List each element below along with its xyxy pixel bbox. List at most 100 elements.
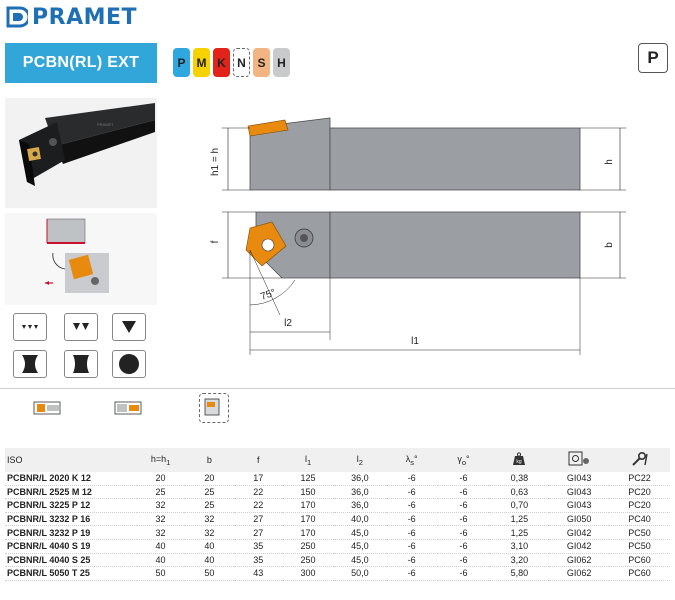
- cell-iso: PCBNR/L 4040 S 25: [5, 553, 137, 568]
- wrench-icon: [631, 451, 648, 466]
- dim-b-label: b: [604, 242, 615, 248]
- cell-b: 25: [184, 498, 235, 513]
- cell-ls: -6: [385, 525, 438, 540]
- cell-h: 20: [136, 472, 185, 486]
- cell-iso: PCBNR/L 3232 P 16: [5, 512, 137, 527]
- cell-insert: GI050: [549, 512, 610, 527]
- holder-shank-side: [329, 127, 581, 191]
- cell-ls: -6: [385, 566, 438, 581]
- cell-l1: 250: [282, 539, 334, 554]
- cell-ls: -6: [385, 472, 438, 486]
- chip-formation-large-icon: [112, 313, 146, 341]
- cell-l2: 45,0: [333, 525, 386, 540]
- cell-l2: 36,0: [333, 472, 386, 486]
- cell-h: 32: [136, 512, 185, 527]
- product-photo: PRAMET: [5, 98, 157, 208]
- cell-go: -6: [437, 525, 490, 540]
- cell-insert: GI042: [549, 525, 610, 540]
- cell-f: 22: [234, 498, 283, 513]
- orientation-right-icon: [33, 396, 63, 425]
- cell-ls: -6: [385, 539, 438, 554]
- cell-f: 17: [234, 472, 283, 486]
- cell-l1: 125: [282, 472, 334, 486]
- cell-l1: 170: [282, 525, 334, 540]
- cell-insert: GI043: [549, 472, 610, 486]
- insert-side: [247, 119, 289, 137]
- spec-table: ISO h=h1 b f l1 l2 λs° γo° kg PCBNR/L 20…: [5, 448, 670, 581]
- dim-angle-label: 75°: [259, 287, 277, 303]
- material-badge-p: P: [173, 48, 190, 77]
- dim-l2-label: l2: [284, 318, 292, 329]
- cell-shim: PC20: [609, 498, 670, 513]
- insert-icon: [568, 451, 590, 466]
- cell-h: 32: [136, 525, 185, 540]
- cell-iso: PCBNR/L 5050 T 25: [5, 566, 137, 581]
- cell-iso: PCBNR/L 4040 S 19: [5, 539, 137, 554]
- cell-insert: GI062: [549, 553, 610, 568]
- cell-b: 25: [184, 485, 235, 500]
- cell-kg: 1,25: [489, 512, 550, 527]
- cell-shim: PC20: [609, 485, 670, 500]
- material-badge-h: H: [273, 48, 290, 77]
- cell-f: 35: [234, 539, 283, 554]
- cell-insert: GI043: [549, 485, 610, 500]
- category-badge: P: [638, 43, 668, 73]
- cell-l1: 150: [282, 485, 334, 500]
- cell-ls: -6: [385, 498, 438, 513]
- cell-f: 27: [234, 525, 283, 540]
- cell-l2: 45,0: [333, 553, 386, 568]
- cell-go: -6: [437, 539, 490, 554]
- col-shim: [609, 448, 670, 472]
- dim-l1-label: l1: [411, 336, 419, 347]
- dim-h-label: h: [604, 159, 615, 165]
- col-l1: l1: [282, 448, 334, 472]
- cell-l1: 300: [282, 566, 334, 581]
- chip-formation-small-icon: [13, 313, 47, 341]
- material-badge-m: M: [193, 48, 210, 77]
- material-badge-s: S: [253, 48, 270, 77]
- table-header-row: ISO h=h1 b f l1 l2 λs° γo° kg: [5, 448, 670, 472]
- col-f: f: [234, 448, 283, 472]
- col-b: b: [184, 448, 235, 472]
- cell-l2: 36,0: [333, 485, 386, 500]
- orientation-left-icon: [114, 396, 144, 425]
- dim-h1-label: h1 = h: [210, 148, 221, 176]
- cell-shim: PC60: [609, 553, 670, 568]
- cell-kg: 3,20: [489, 553, 550, 568]
- product-title: PCBN(RL) EXT: [5, 43, 157, 83]
- intermittent-cut-icon: [13, 350, 47, 378]
- cell-iso: PCBNR/L 2020 K 12: [5, 472, 137, 486]
- orientation-neutral-icon: [199, 393, 229, 423]
- cell-f: 22: [234, 485, 283, 500]
- section-divider: [0, 388, 675, 389]
- dim-f-label: f: [210, 240, 221, 243]
- cell-f: 43: [234, 566, 283, 581]
- chip-formation-medium-icon: [64, 313, 98, 341]
- cell-l2: 36,0: [333, 498, 386, 513]
- cell-go: -6: [437, 553, 490, 568]
- cell-l1: 250: [282, 553, 334, 568]
- svg-text:PRAMET: PRAMET: [97, 122, 114, 127]
- col-iso: ISO: [5, 448, 137, 472]
- cell-insert: GI042: [549, 539, 610, 554]
- cell-kg: 0,70: [489, 498, 550, 513]
- continuous-cut-icon: [112, 350, 146, 378]
- cell-h: 50: [136, 566, 185, 581]
- pramet-logo-icon: [6, 6, 28, 28]
- application-schematic: [5, 213, 157, 305]
- cell-kg: 5,80: [489, 566, 550, 581]
- cell-h: 40: [136, 553, 185, 568]
- cell-go: -6: [437, 485, 490, 500]
- cell-l2: 45,0: [333, 539, 386, 554]
- cell-iso: PCBNR/L 3232 P 19: [5, 525, 137, 540]
- cell-kg: 3,10: [489, 539, 550, 554]
- col-lambda: λs°: [385, 448, 438, 472]
- cell-l1: 170: [282, 498, 334, 513]
